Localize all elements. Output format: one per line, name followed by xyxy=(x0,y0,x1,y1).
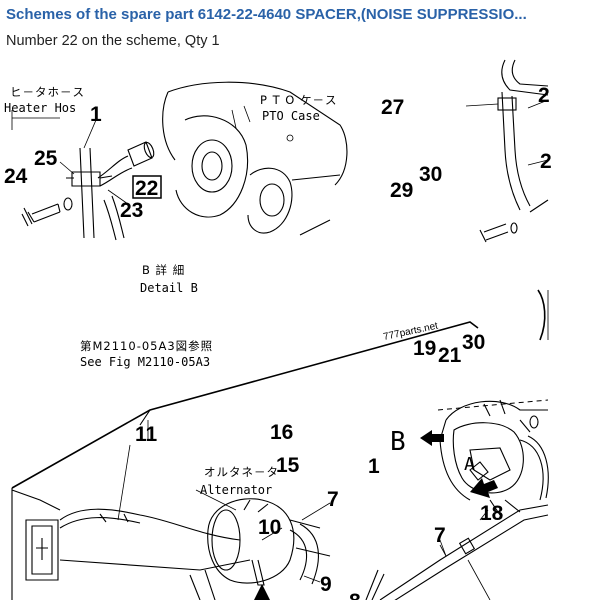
view-arrow xyxy=(254,584,270,600)
view-b-marker: B xyxy=(390,427,406,457)
dashed-outline xyxy=(437,399,549,411)
callout-1[interactable]: 1 xyxy=(90,103,102,126)
heater-hose-label: Heater Hos xyxy=(4,101,76,115)
part-number-subtitle: Number 22 on the scheme, Qty 1 xyxy=(6,33,220,49)
callout-1[interactable]: 1 xyxy=(368,455,380,478)
callout-21[interactable]: 21 xyxy=(438,344,462,367)
heater-hose-assembly xyxy=(11,110,155,241)
view-a-marker: A xyxy=(464,454,475,475)
callout-16[interactable]: 16 xyxy=(270,421,293,444)
detail-a-assembly xyxy=(420,289,549,516)
callout-29[interactable]: 29 xyxy=(390,179,413,202)
callout-24[interactable]: 24 xyxy=(4,165,28,188)
alternator-label: Alternator xyxy=(200,483,272,497)
see-fig-label: See Fig M2110-05A3 xyxy=(80,355,210,369)
alternator-label-jp: オルタネ－タ xyxy=(204,465,279,479)
parts-scheme-diagram: ヒ－タホ－ス Heater Hos P T O ケ－ス PTO Case B 詳… xyxy=(0,58,600,600)
page-title[interactable]: Schemes of the spare part 6142-22-4640 S… xyxy=(6,6,527,23)
callout-9[interactable]: 9 xyxy=(320,573,332,596)
callout-22-highlighted[interactable]: 22 xyxy=(135,177,158,200)
callout-23[interactable]: 23 xyxy=(120,199,143,222)
detail-b-label: Detail B xyxy=(140,281,198,295)
callout-25[interactable]: 25 xyxy=(34,147,58,170)
callout-leaders xyxy=(117,420,489,583)
callout-19[interactable]: 19 xyxy=(413,337,436,360)
callout-8[interactable]: 8 xyxy=(349,590,361,600)
callout-30[interactable]: 30 xyxy=(419,163,442,186)
callout-18[interactable]: 18 xyxy=(480,502,504,525)
callout-7[interactable]: 7 xyxy=(434,524,446,547)
see-fig-label-jp: 第M2110-05A3図参照 xyxy=(80,339,213,353)
callout-30[interactable]: 30 xyxy=(462,331,485,354)
pto-case-label-jp: P T O ケ－ス xyxy=(260,93,337,107)
heater-hose-label-jp: ヒ－タホ－ス xyxy=(10,85,85,99)
main-engine-assembly xyxy=(11,321,549,600)
callout-7[interactable]: 7 xyxy=(327,488,339,511)
pto-case-label: PTO Case xyxy=(262,109,320,123)
highlighted-part-box xyxy=(132,175,162,199)
upper-right-hose-fragment xyxy=(465,59,549,243)
callout-2[interactable]: 2 xyxy=(538,84,550,107)
callout-10[interactable]: 10 xyxy=(258,516,281,539)
pto-case xyxy=(162,81,348,236)
callout-2[interactable]: 2 xyxy=(540,150,552,173)
detail-b-label-jp: B 詳 細 xyxy=(142,263,185,277)
callout-15[interactable]: 15 xyxy=(276,454,300,477)
callout-27[interactable]: 27 xyxy=(381,96,404,119)
callout-11[interactable]: 11 xyxy=(135,423,158,446)
